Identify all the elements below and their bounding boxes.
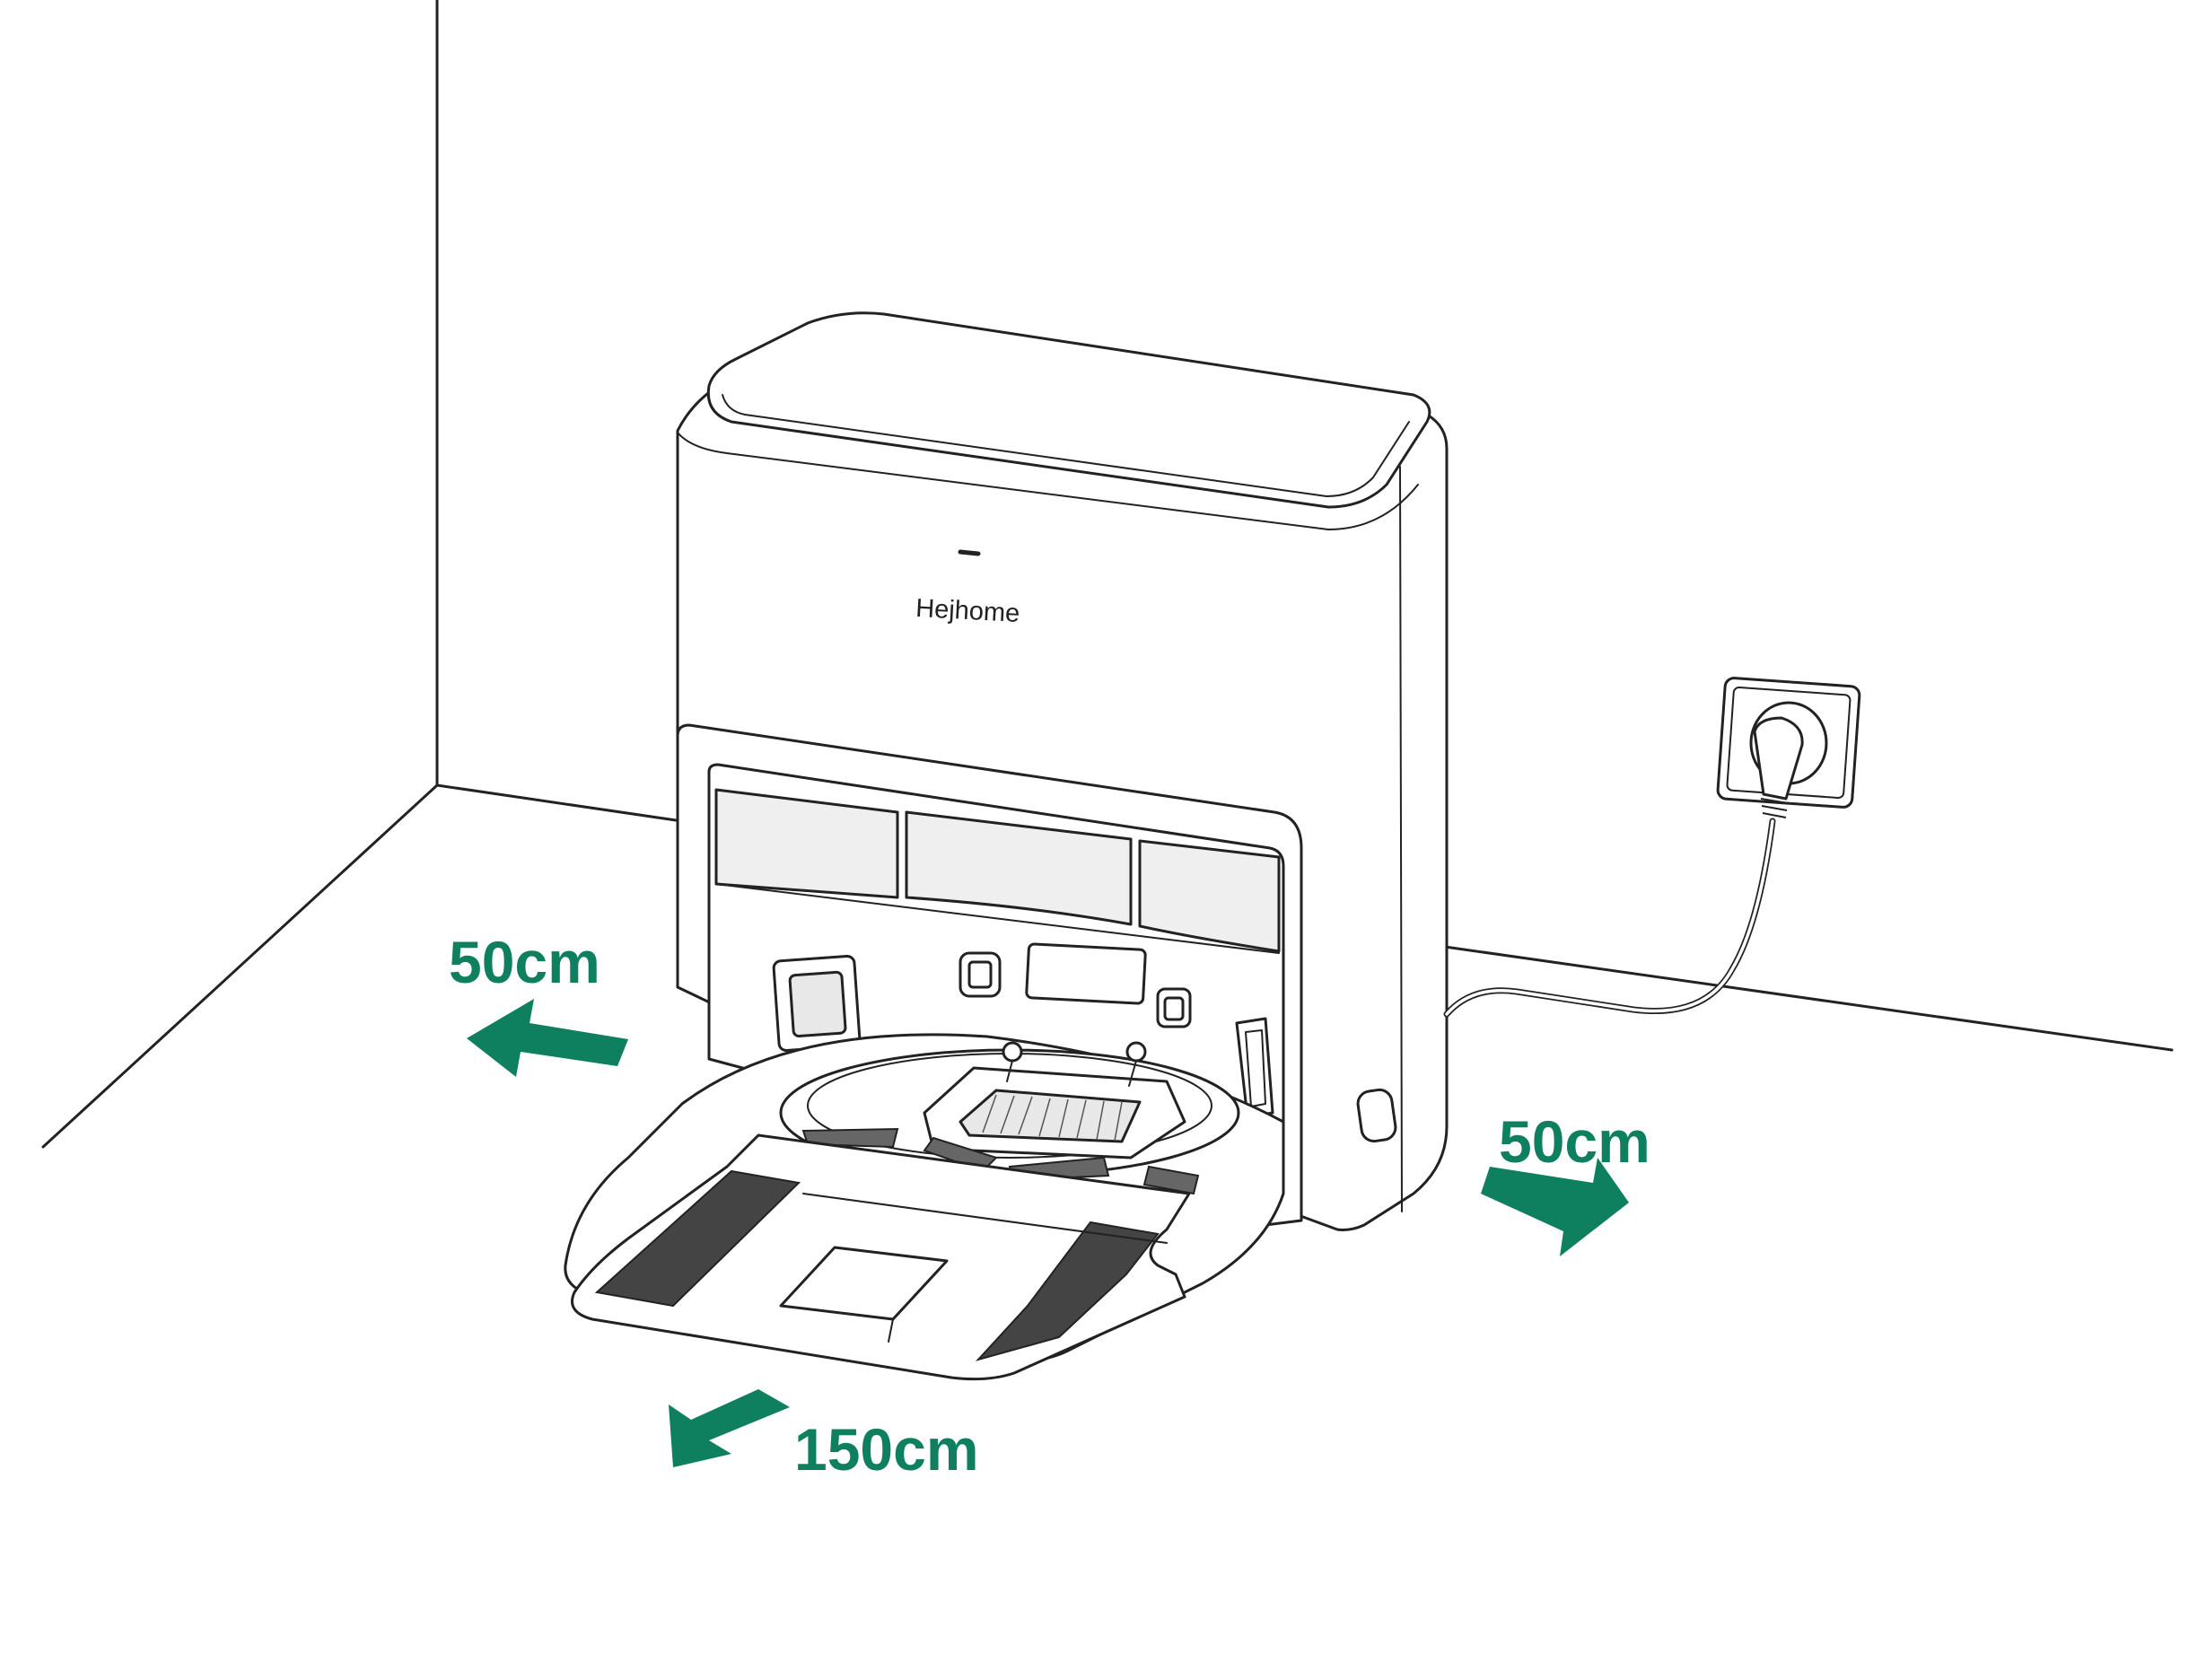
front-clearance-label: 150cm xyxy=(794,1416,979,1483)
power-cable xyxy=(1443,818,1776,1018)
right-clearance-arrow xyxy=(1481,1158,1629,1256)
left-clearance-label: 50cm xyxy=(449,929,600,995)
room-outline xyxy=(41,0,2174,1149)
left-clearance-arrow xyxy=(467,999,628,1077)
front-clearance-arrow xyxy=(669,1389,790,1467)
ramp-tray xyxy=(564,1033,1285,1381)
power-plug xyxy=(1753,716,1804,818)
right-clearance-label: 50cm xyxy=(1499,1108,1650,1175)
brand-label: Hejhome xyxy=(915,594,1020,628)
